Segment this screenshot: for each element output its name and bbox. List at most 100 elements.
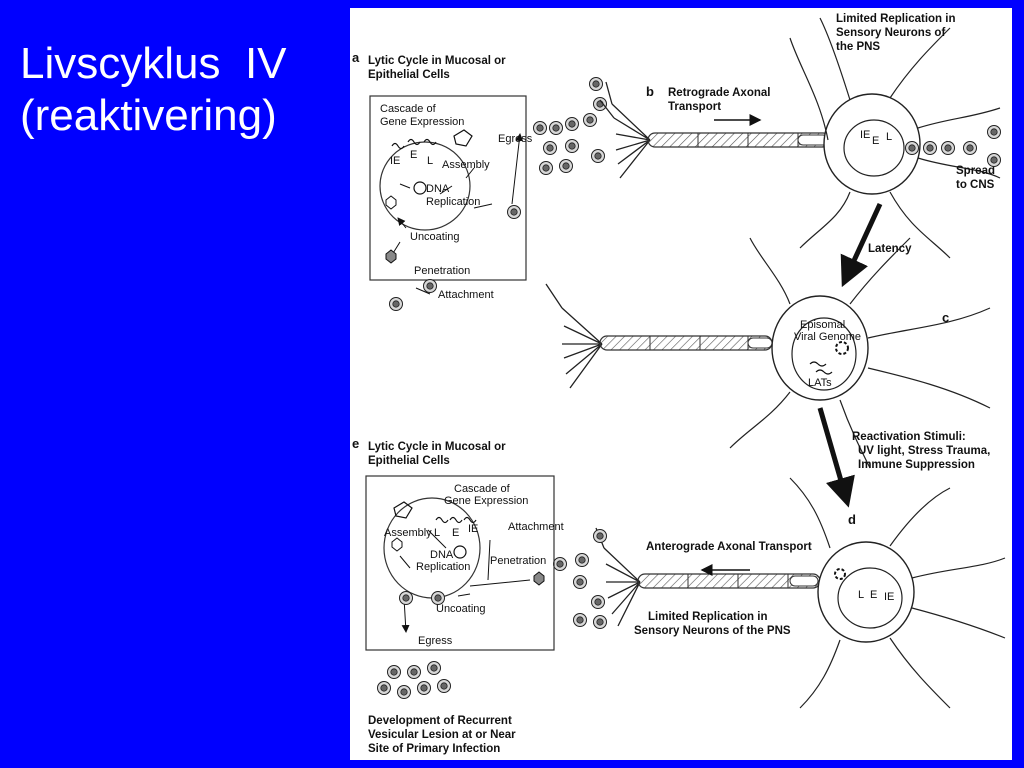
panel-a-capsid-hex-icon — [385, 195, 397, 210]
panel-a-virion-icon — [423, 279, 437, 293]
lesion-virion-cluster — [377, 661, 451, 699]
panel-b-transport-line2: Transport — [668, 101, 721, 113]
panel-a-to-b-virions — [533, 77, 607, 175]
panel-a-flow-arrows — [399, 134, 520, 209]
panel-e-egress-virion-icon — [399, 591, 413, 605]
slide-title-line1: Livscyklus IV — [20, 39, 287, 88]
panel-e-cascade-line2: Gene Expression — [444, 495, 528, 507]
panel-e-capsid-hex-icon — [391, 537, 403, 552]
panel-a-egress: Egress — [498, 133, 533, 145]
panel-a-replication: Replication — [426, 196, 480, 208]
panel-d: d Anterograde Axonal Transport Limited R… — [595, 477, 1006, 709]
panel-a-dna: DNA — [426, 183, 450, 195]
panel-c: Episomal Viral Genome LATs c — [545, 237, 991, 469]
panel-b-nucleus — [843, 119, 905, 177]
panel-c-lats: LATs — [808, 377, 832, 389]
panel-a-e: E — [410, 149, 417, 161]
panel-d-nucleus — [837, 567, 903, 629]
panel-e-penetration: Penetration — [490, 555, 546, 567]
panel-d-transport: Anterograde Axonal Transport — [646, 541, 812, 553]
panel-a-attachment: Attachment — [438, 289, 494, 301]
panel-d-e: E — [870, 589, 877, 601]
panel-e-uncoating: Uncoating — [436, 603, 486, 615]
panel-e-e: E — [452, 527, 459, 539]
panel-b-e: E — [872, 135, 879, 147]
panel-a: a Lytic Cycle in Mucosal or Epithelial C… — [352, 50, 533, 311]
panel-a-penetrating-capsid-icon — [385, 249, 397, 264]
panel-c-lat-glyphs — [809, 361, 833, 375]
panel-a-egress-virion-icon — [507, 205, 521, 219]
panel-c-dendrites — [729, 237, 991, 469]
slide-title-line2: (reaktivering) — [20, 91, 277, 140]
panel-b-l: L — [886, 131, 892, 143]
panel-d-dendrites — [789, 477, 1006, 709]
panel-e: e Lytic Cycle in Mucosal or Epithelial C… — [352, 436, 564, 651]
panel-e-penetrating-capsid-icon — [533, 571, 545, 586]
panel-a-cell-box — [369, 95, 527, 281]
panel-e-replication: Replication — [416, 561, 470, 573]
panel-a-dna-circle-icon — [413, 181, 427, 195]
panel-d-ie: IE — [884, 591, 894, 603]
panel-e-title-line1: Lytic Cycle in Mucosal or — [368, 441, 506, 453]
panel-b-spread-line2: to CNS — [956, 179, 995, 191]
panel-e-gene-glyphs — [435, 516, 477, 524]
panel-c-episomal-line1: Episomal — [800, 319, 845, 331]
panel-e-flow-arrows — [400, 529, 531, 632]
panel-a-capsid-icon — [453, 129, 473, 147]
lesion-line1: Development of Recurrent — [368, 715, 512, 727]
reactivation-label: Reactivation Stimuli: UV light, Stress T… — [852, 431, 990, 471]
panel-d-neuron-body — [817, 541, 915, 643]
lesion-line2: Vesicular Lesion at or Near — [368, 729, 516, 741]
lesion-label: Development of Recurrent Vesicular Lesio… — [368, 715, 516, 755]
panel-a-assembly: Assembly — [442, 159, 490, 171]
reactivation-line2: UV light, Stress Trauma, — [858, 445, 990, 457]
panel-e-capsid-icon — [393, 501, 413, 519]
panel-a-attaching-virion-icon — [389, 297, 403, 311]
panel-d-to-e-virions — [553, 529, 607, 629]
panel-e-title-line2: Epithelial Cells — [368, 455, 450, 467]
panel-a-gene-glyphs — [391, 138, 437, 150]
panel-c-episome-icon — [835, 341, 849, 355]
panel-e-l: L — [434, 527, 440, 539]
panel-b-limited-line2: Sensory Neurons of — [836, 27, 945, 39]
panel-d-limited-line2: Sensory Neurons of the PNS — [634, 625, 791, 637]
panel-c-axon — [599, 335, 773, 351]
panel-b-letter: b — [646, 84, 654, 99]
panel-c-neuron-body — [771, 295, 869, 401]
panel-a-nucleus — [379, 141, 471, 231]
panel-e-uncoating-virion-icon — [431, 591, 445, 605]
lesion-line3: Site of Primary Infection — [368, 743, 500, 755]
panel-b: b Retrograde Axonal Transport IE E L Lim… — [599, 13, 1001, 259]
reactivation-line3: Immune Suppression — [858, 459, 975, 471]
panel-e-letter: e — [352, 436, 359, 451]
panel-e-dna-circle-icon — [453, 545, 467, 559]
panel-d-l: L — [858, 589, 864, 601]
panel-d-genome-icon — [834, 568, 846, 580]
panel-e-egress: Egress — [418, 635, 453, 647]
panel-b-neuron-body — [823, 93, 921, 195]
panel-c-nerve-terminals — [545, 283, 603, 389]
latency-label: Latency — [868, 243, 912, 255]
panel-e-ie: IE — [468, 523, 478, 535]
panel-b-limited-line1: Limited Replication in — [836, 13, 955, 25]
panel-a-letter: a — [352, 50, 360, 65]
panel-e-dna: DNA — [430, 549, 454, 561]
panel-e-attachment: Attachment — [508, 521, 564, 533]
panel-e-cell-box — [365, 475, 555, 651]
latency-arrow — [840, 202, 883, 288]
panel-b-nerve-terminals — [599, 81, 651, 179]
hsv-life-cycle-figure: a Lytic Cycle in Mucosal or Epithelial C… — [350, 8, 1012, 760]
panel-e-cascade-line1: Cascade of — [454, 483, 511, 495]
panel-a-ie: IE — [390, 155, 400, 167]
panel-a-penetration: Penetration — [414, 265, 470, 277]
panel-c-episomal-line2: Viral Genome — [794, 331, 861, 343]
panel-e-assembly: Assembly — [384, 527, 432, 539]
panel-d-nerve-terminals — [595, 527, 641, 627]
panel-a-cascade-line2: Gene Expression — [380, 116, 464, 128]
panel-a-cascade-line1: Cascade of — [380, 103, 437, 115]
slide-title: Livscyklus IV (reaktivering) — [20, 38, 287, 142]
panel-d-letter: d — [848, 512, 856, 527]
reactivation-arrow — [817, 407, 855, 508]
panel-a-title-line2: Epithelial Cells — [368, 69, 450, 81]
panel-a-l: L — [427, 155, 433, 167]
